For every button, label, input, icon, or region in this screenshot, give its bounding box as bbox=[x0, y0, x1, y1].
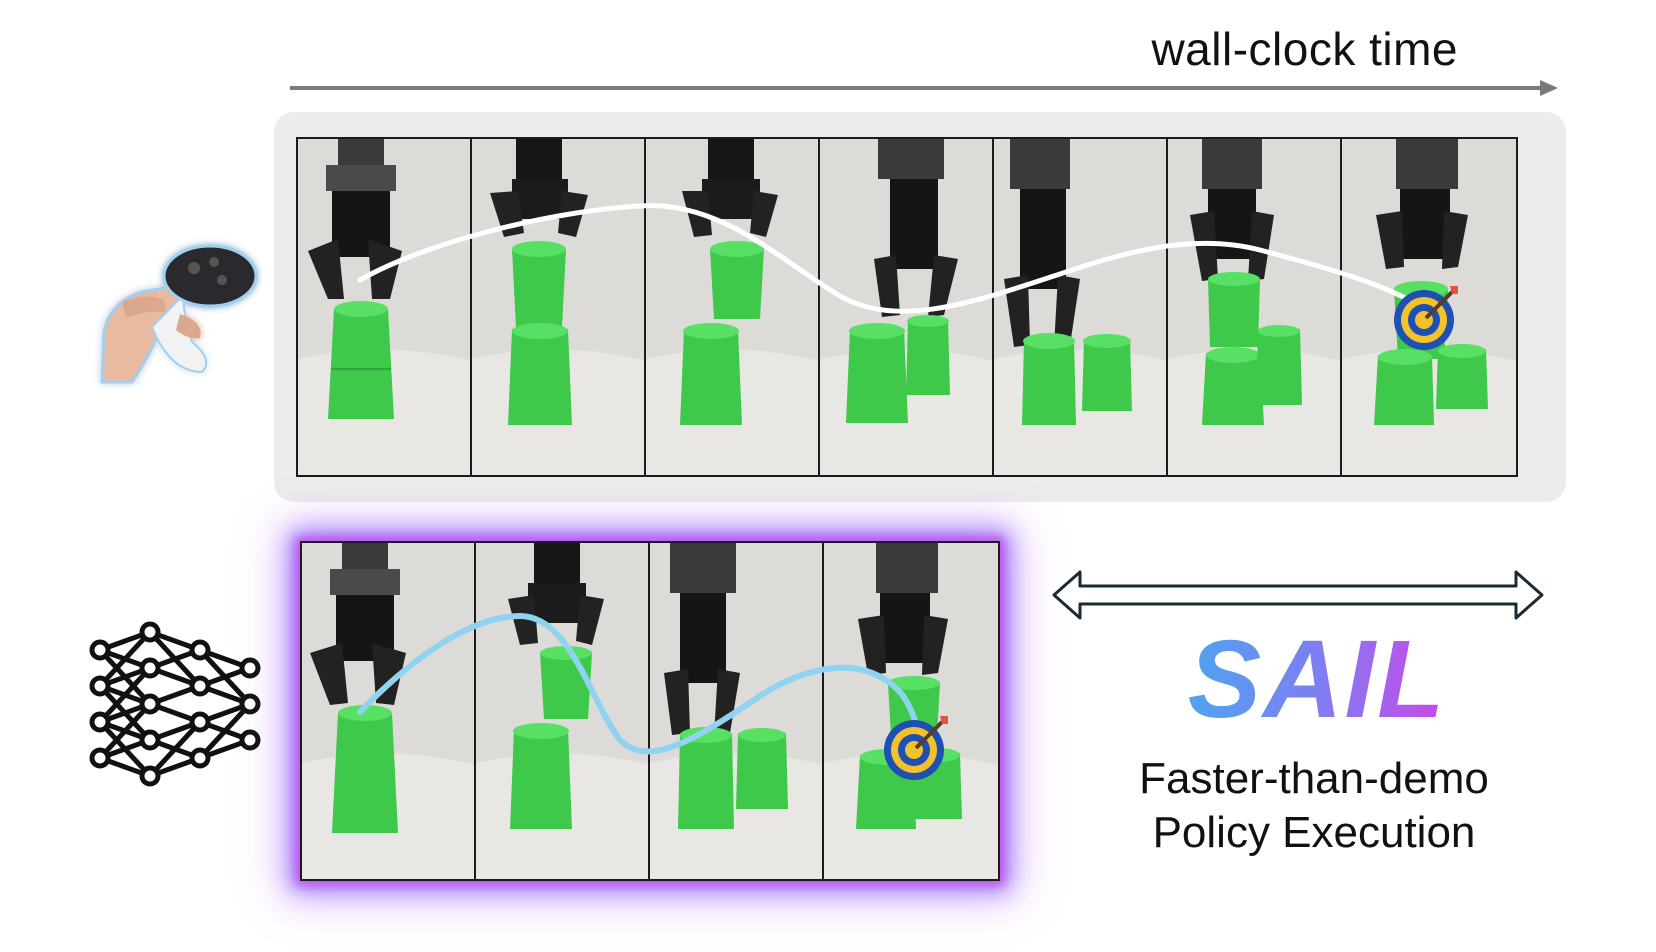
sail-logo: SAIL bbox=[1172, 625, 1462, 735]
double-arrow-icon bbox=[1052, 570, 1544, 620]
policy-frames-strip bbox=[300, 541, 1000, 881]
demo-frame-2 bbox=[472, 139, 646, 475]
caption-line-1: Faster-than-demo bbox=[1139, 754, 1489, 803]
demo-frame-3 bbox=[646, 139, 820, 475]
demo-frame-4 bbox=[820, 139, 994, 475]
caption-line-2: Policy Execution bbox=[1152, 808, 1476, 857]
policy-bullseye-target-icon bbox=[884, 716, 948, 780]
caption: Faster-than-demo Policy Execution bbox=[1060, 752, 1568, 860]
policy-frame-3 bbox=[650, 543, 824, 879]
vr-controller-hand-icon bbox=[100, 244, 258, 384]
policy-frame-1 bbox=[302, 543, 476, 879]
demo-frame-1 bbox=[298, 139, 472, 475]
time-axis-arrow bbox=[290, 80, 1558, 96]
bullseye-target-icon bbox=[1394, 286, 1458, 350]
neural-network-icon bbox=[89, 621, 261, 787]
policy-frame-4 bbox=[824, 543, 998, 879]
demo-frames-strip bbox=[296, 137, 1518, 477]
demo-frame-5 bbox=[994, 139, 1168, 475]
time-axis-label: wall-clock time bbox=[1151, 23, 1458, 75]
policy-frame-2 bbox=[476, 543, 650, 879]
demo-frame-6 bbox=[1168, 139, 1342, 475]
